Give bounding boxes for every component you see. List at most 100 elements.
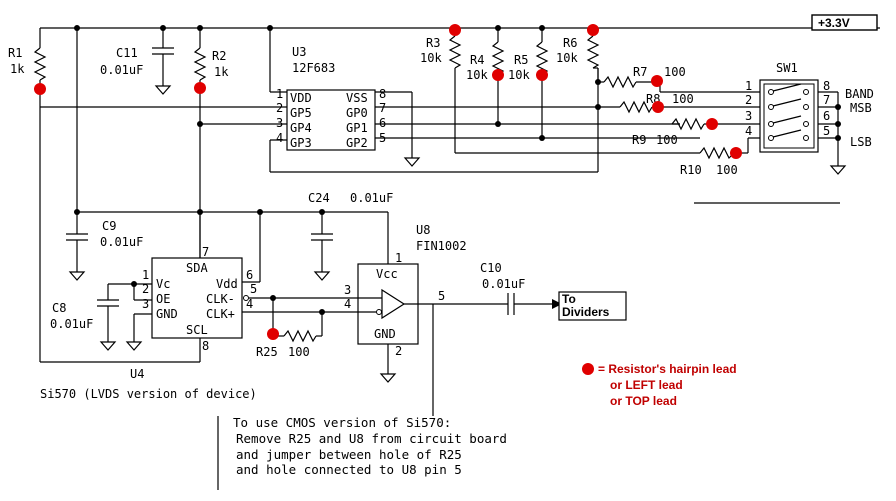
u4-num-4: 4: [246, 297, 253, 311]
u8-num-5: 5: [438, 289, 445, 303]
r4-value: 10k: [466, 68, 488, 82]
u4-num-3: 3: [142, 297, 149, 311]
r9-marker: [706, 118, 718, 130]
c10-capacitor: C10 0.01uF: [480, 261, 556, 315]
u3-num-4: 4: [276, 131, 283, 145]
c11-value: 0.01uF: [100, 63, 143, 77]
u4-pin-oe: OE: [156, 292, 170, 306]
r6-resistor: R6 10k: [556, 28, 601, 110]
sw1-num-6: 6: [823, 109, 830, 123]
sw1-ref: SW1: [776, 61, 798, 75]
u3-num-1: 1: [276, 87, 283, 101]
c10-ref: C10: [480, 261, 502, 275]
sw1-num-7: 7: [823, 93, 830, 107]
u4-pin-clkp: CLK+: [206, 307, 235, 321]
c8-value: 0.01uF: [50, 317, 93, 331]
note-line3: and jumper between hole of R25: [236, 447, 462, 462]
r6-marker: [587, 24, 599, 36]
r2-marker: [194, 82, 206, 94]
u4-pin-scl: SCL: [186, 323, 208, 337]
u3-pin-gp2: GP2: [346, 136, 368, 150]
u8-num-3: 3: [344, 283, 351, 297]
u3-pin-vss: VSS: [346, 91, 368, 105]
r5-marker: [536, 69, 548, 81]
u4-pin-vc: Vc: [156, 277, 170, 291]
r3-marker: [449, 24, 461, 36]
legend-line1: = Resistor's hairpin lead: [598, 362, 737, 376]
u8-chip: U8 FIN1002 Vcc GND 1 3 4 5 2: [344, 223, 467, 358]
hairpin-markers: [34, 24, 742, 340]
r10-marker: [730, 147, 742, 159]
note-line2: Remove R25 and U8 from circuit board: [236, 431, 507, 446]
u8-pin-gnd: GND: [374, 327, 396, 341]
r3-value: 10k: [420, 51, 442, 65]
sw1-num-4: 4: [745, 124, 752, 138]
r7-marker: [651, 75, 663, 87]
u3-num-8: 8: [379, 87, 386, 101]
sw1-num-3: 3: [745, 109, 752, 123]
r25-ref: R25: [256, 345, 278, 359]
sw1-label-msb: MSB: [850, 101, 872, 115]
r8-marker: [652, 101, 664, 113]
u8-wiring: [358, 212, 508, 416]
u8-ref: U8: [416, 223, 430, 237]
u3-num-3: 3: [276, 116, 283, 130]
u4-pin-vdd: Vdd: [216, 277, 238, 291]
u3-wiring: [40, 28, 700, 173]
r3-resistor: R3 10k: [420, 28, 462, 153]
u4-num-2: 2: [142, 282, 149, 296]
r4-resistor: R4 10k: [466, 28, 505, 127]
c11-capacitor: C11 0.01uF: [100, 28, 174, 95]
r6-ref: R6: [563, 36, 577, 50]
u4-pin-clkm: CLK-: [206, 292, 235, 306]
u3-chip: U3 12F683 VDD GP5 GP4 GP3 VSS GP0 GP1 GP…: [276, 45, 386, 151]
u4-wiring: C8 0.01uF: [40, 212, 358, 363]
r5-value: 10k: [508, 68, 530, 82]
note-line1: To use CMOS version of Si570:: [233, 415, 451, 430]
r9-resistor: R9 100: [632, 117, 770, 147]
u3-num-6: 6: [379, 116, 386, 130]
output-line1: To: [562, 292, 576, 306]
u4-pin-gnd: GND: [156, 307, 178, 321]
r2-value: 1k: [214, 65, 229, 79]
legend-line2: or LEFT lead: [610, 378, 683, 392]
sw1-num-8: 8: [823, 79, 830, 93]
c9-ref: C9: [102, 219, 116, 233]
u4-num-5: 5: [250, 282, 257, 296]
u4-num-8: 8: [202, 339, 209, 353]
c8-ref: C8: [52, 301, 66, 315]
u3-pin-gp5: GP5: [290, 106, 312, 120]
c24-ref: C24: [308, 191, 330, 205]
legend-marker: [582, 363, 594, 375]
sw1-switch: SW1 1 2 3 4 8 7 6 5 BAND MSB LSB: [745, 61, 874, 175]
r6-value: 10k: [556, 51, 578, 65]
u4-num-7: 7: [202, 245, 209, 259]
r5-ref: R5: [514, 53, 528, 67]
r10-value: 100: [716, 163, 738, 177]
sw1-label-band: BAND: [845, 87, 874, 101]
r7-ref: R7: [633, 65, 647, 79]
to-dividers-output: To Dividers: [552, 291, 627, 321]
u4-num-6: 6: [246, 268, 253, 282]
u3-pin-gp4: GP4: [290, 121, 312, 135]
r25-resistor: R25 100: [256, 298, 323, 359]
u4-num-1: 1: [142, 268, 149, 282]
u8-pin-vcc: Vcc: [376, 267, 398, 281]
note-line4: and hole connected to U8 pin 5: [236, 462, 462, 477]
r25-value: 100: [288, 345, 310, 359]
sw1-label-lsb: LSB: [850, 135, 872, 149]
u3-pin-vdd: VDD: [290, 91, 312, 105]
u3-num-7: 7: [379, 101, 386, 115]
u3-ref: U3: [292, 45, 306, 59]
output-line2: Dividers: [562, 305, 610, 319]
r1-ref: R1: [8, 46, 22, 60]
r10-resistor: R10 100: [680, 137, 770, 177]
u4-chip: SDA Vc OE GND Vdd CLK- CLK+ SCL 7 1 2 3 …: [40, 245, 257, 401]
r7-value: 100: [664, 65, 686, 79]
legend: = Resistor's hairpin lead or LEFT lead o…: [582, 362, 737, 408]
u3-pin-gp3: GP3: [290, 136, 312, 150]
r10-ref: R10: [680, 163, 702, 177]
r9-ref: R9: [632, 133, 646, 147]
r1-value: 1k: [10, 62, 25, 76]
